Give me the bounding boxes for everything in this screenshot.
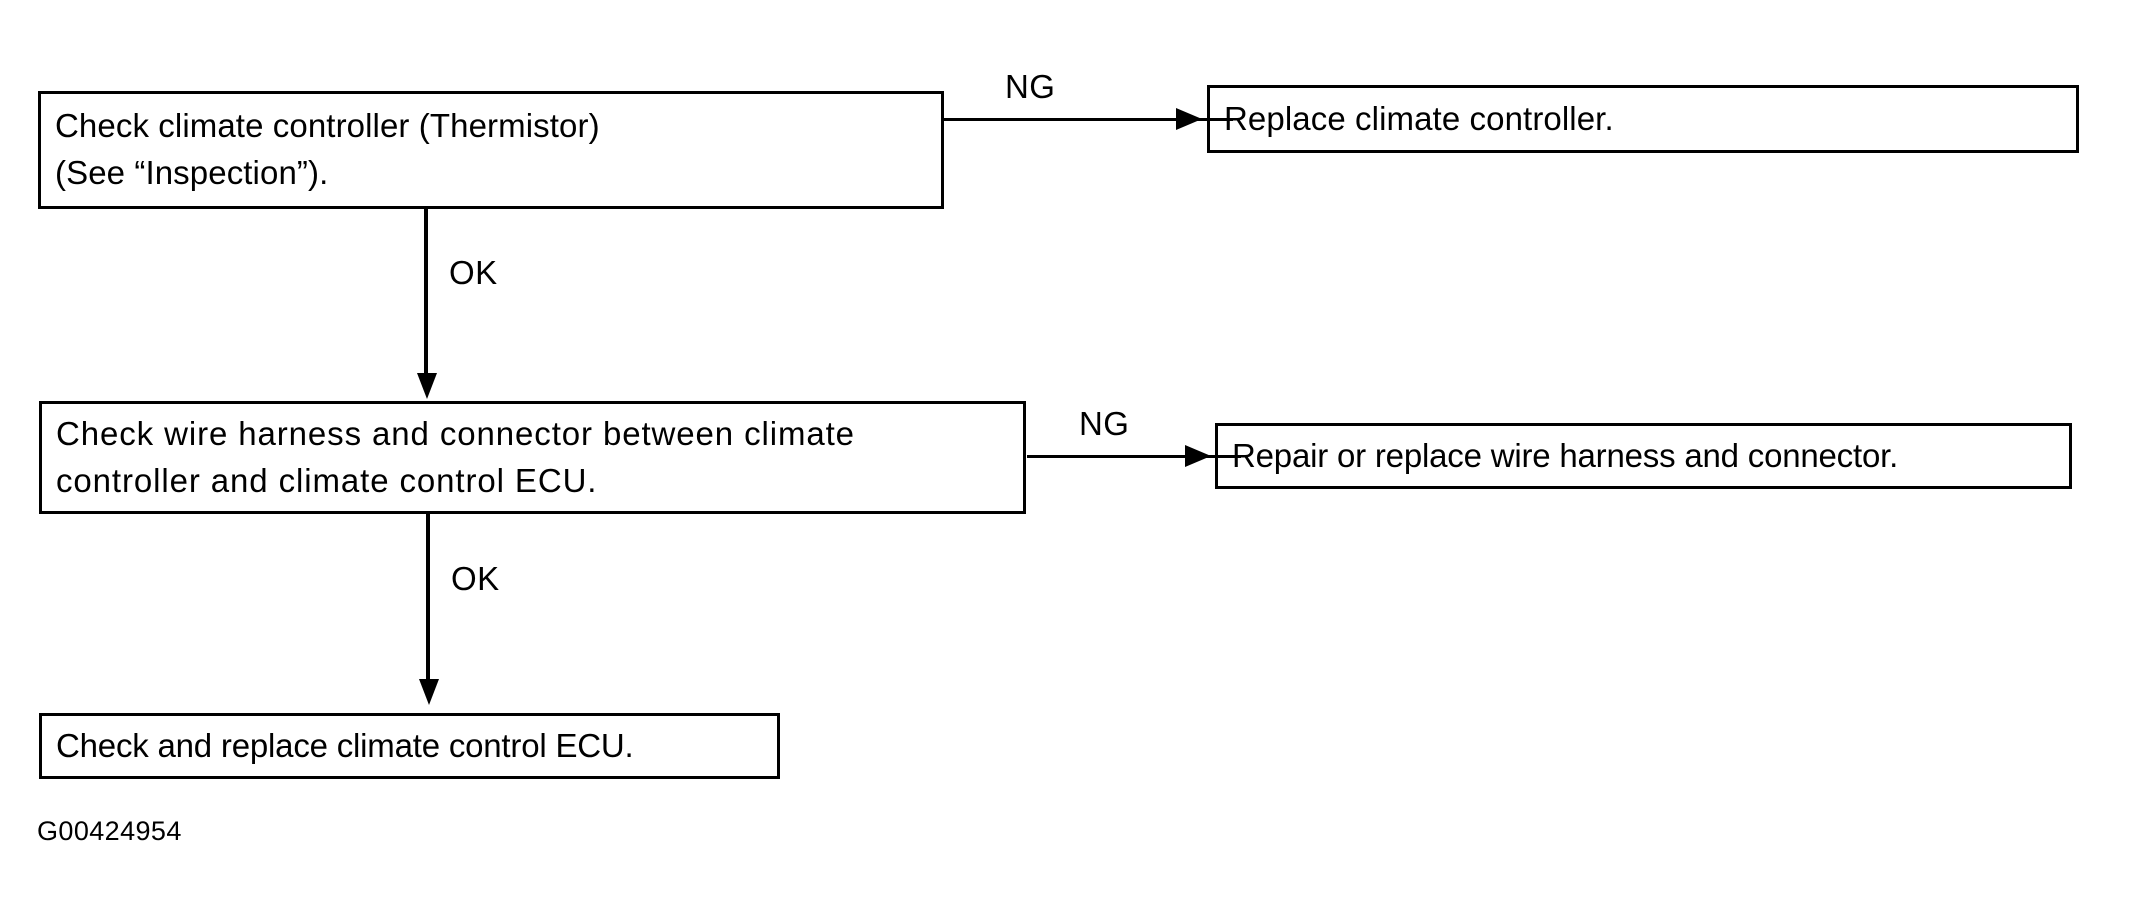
flow-node-line: Check wire harness and connector between… <box>56 414 855 452</box>
flow-node-check-climate-controller: Check climate controller (Thermistor) (S… <box>38 91 944 209</box>
flow-node-line: Replace climate controller. <box>1224 99 1614 137</box>
edge-label-ok-1: OK <box>449 254 498 291</box>
arrow-down-icon <box>417 373 437 399</box>
arrow-down-icon <box>419 679 439 705</box>
flow-node-line: Check climate controller (Thermistor) <box>55 107 600 145</box>
flow-node-line: Check and replace climate control ECU. <box>56 726 634 764</box>
flow-node-line: (See “Inspection”). <box>55 154 329 191</box>
flow-node-replace-climate-controller: Replace climate controller. <box>1207 85 2079 153</box>
edge-ng-2-line <box>1027 455 1241 458</box>
figure-code: G00424954 <box>37 816 182 846</box>
arrow-right-icon <box>1176 108 1202 130</box>
flow-node-check-wire-harness: Check wire harness and connector between… <box>39 401 1026 514</box>
edge-label-ng-2: NG <box>1079 405 1130 442</box>
edge-label-ok-2: OK <box>451 560 500 597</box>
flow-node-line: controller and climate control ECU. <box>56 461 598 499</box>
flow-node-check-replace-ecu: Check and replace climate control ECU. <box>39 713 780 779</box>
flow-node-line: Repair or replace wire harness and conne… <box>1232 436 1899 474</box>
arrow-right-icon <box>1185 445 1211 467</box>
edge-ok-2-line <box>426 514 430 690</box>
flow-node-repair-wire-harness: Repair or replace wire harness and conne… <box>1215 423 2072 489</box>
edge-label-ng-1: NG <box>1005 68 1056 105</box>
edge-ok-1-line <box>424 209 428 385</box>
edge-ng-1-line <box>944 118 1233 121</box>
